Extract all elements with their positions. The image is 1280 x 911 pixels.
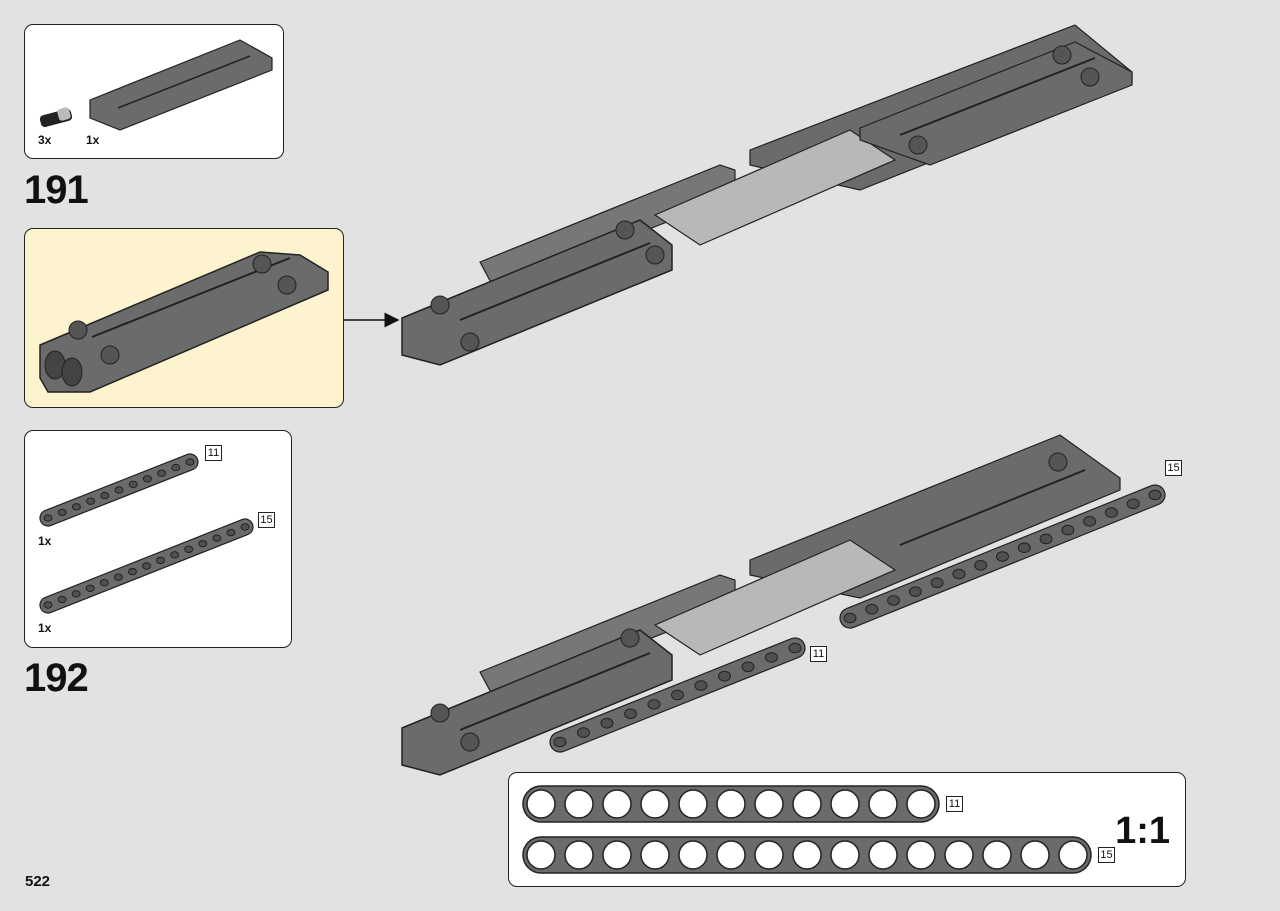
main-assembly-192 bbox=[401, 434, 1121, 776]
step-number-192: 192 bbox=[24, 656, 89, 700]
part-qty-beam-15: 1x bbox=[38, 621, 52, 635]
parts-box-191 bbox=[24, 24, 284, 159]
length-label-11: 11 bbox=[205, 445, 222, 461]
part-qty-beam-11: 1x bbox=[38, 534, 52, 548]
assembly-beam-11 bbox=[549, 637, 806, 753]
page-number: 522 bbox=[25, 873, 51, 890]
main-assembly-191 bbox=[401, 24, 1133, 366]
callout-length-15: 15 bbox=[1165, 460, 1182, 476]
length-label-15: 15 bbox=[258, 512, 275, 528]
part-qty-pin: 3x bbox=[38, 133, 52, 147]
parts-box-192 bbox=[24, 430, 292, 648]
assembly-beam-15 bbox=[839, 484, 1166, 629]
subassembly-box bbox=[24, 228, 344, 408]
scale-ruler-box bbox=[508, 772, 1186, 887]
ruler-length-11: 11 bbox=[946, 796, 963, 812]
callout-length-11: 11 bbox=[810, 646, 827, 662]
scale-label: 1:1 bbox=[1115, 810, 1170, 852]
ruler-length-15: 15 bbox=[1098, 847, 1115, 863]
step-number-191: 191 bbox=[24, 168, 89, 212]
part-qty-panel: 1x bbox=[86, 133, 100, 147]
